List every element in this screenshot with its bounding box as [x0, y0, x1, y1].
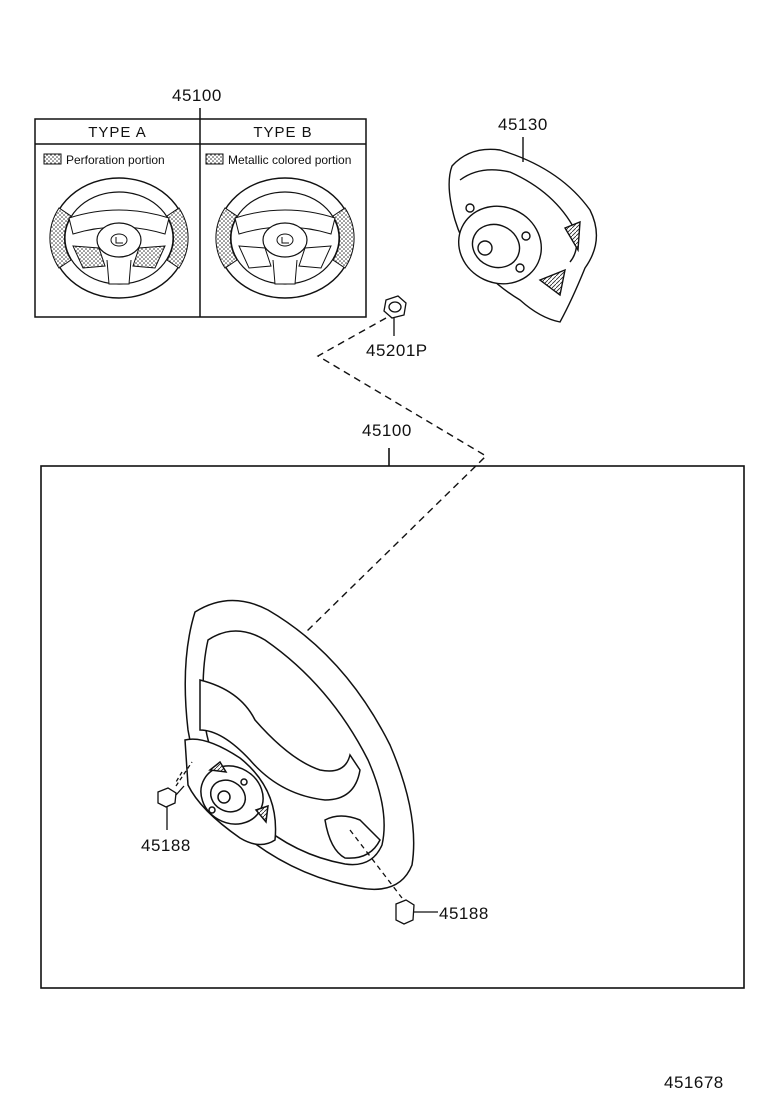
perforation-swatch	[43, 153, 62, 165]
airbag-number: 45130	[498, 115, 548, 134]
main-assembly-number: 45100	[362, 421, 412, 440]
type-comparison-box	[34, 108, 367, 318]
nut-icon	[383, 295, 407, 336]
steering-wheel-assembly-icon	[184, 599, 415, 891]
main-assembly-box	[40, 448, 745, 989]
nut-number: 45201P	[366, 341, 428, 360]
screw-left-leader-dashed	[175, 761, 193, 787]
type-a-legend: Perforation portion	[66, 153, 165, 167]
top-assembly-number: 45100	[172, 86, 222, 105]
type-a-heading: TYPE A	[88, 124, 147, 141]
nut-leader-dashed	[305, 317, 488, 633]
illustration-number: 451678	[664, 1073, 724, 1092]
type-b-heading: TYPE B	[253, 124, 313, 141]
screw-left-icon	[157, 771, 185, 830]
steering-wheel-type-a-icon	[49, 177, 189, 299]
screw-right-number: 45188	[439, 904, 489, 923]
screw-left-number: 45188	[141, 836, 191, 855]
airbag-module-icon	[448, 137, 598, 323]
type-b-legend: Metallic colored portion	[228, 153, 352, 167]
screw-right-icon	[395, 899, 438, 925]
metallic-swatch	[205, 153, 224, 165]
steering-wheel-type-b-icon	[215, 177, 355, 299]
